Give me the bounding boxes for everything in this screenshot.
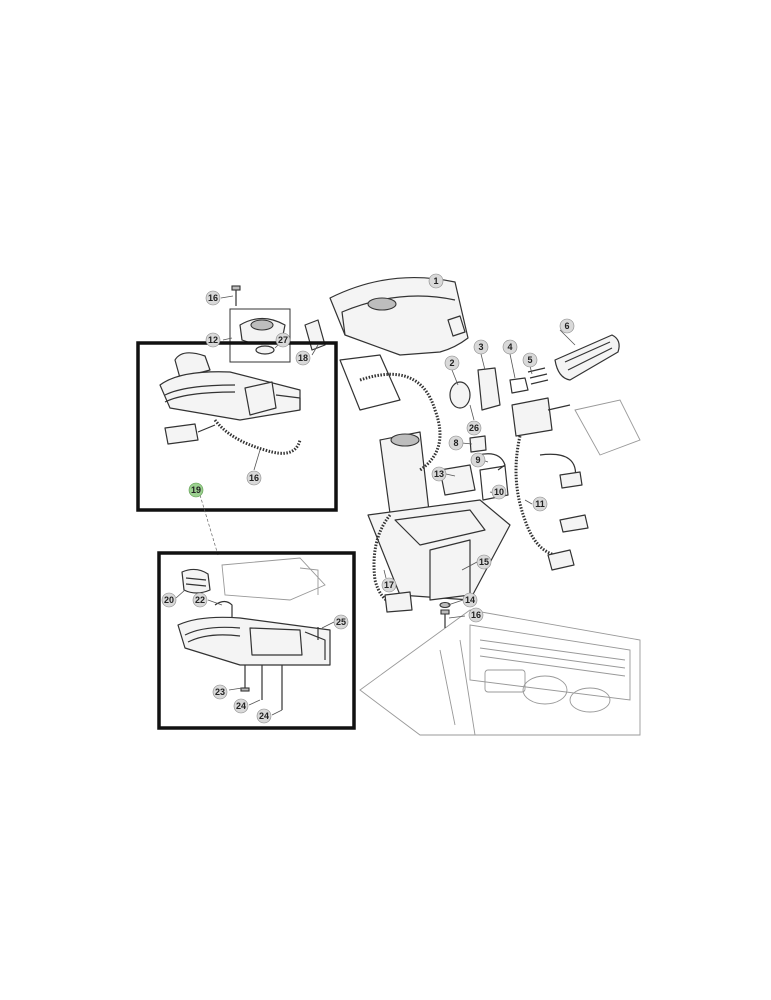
right-switch-assembly — [449, 334, 641, 571]
svg-text:22: 22 — [195, 595, 205, 605]
svg-text:8: 8 — [453, 438, 458, 448]
callout-12[interactable]: 12 — [205, 332, 221, 348]
svg-text:26: 26 — [469, 423, 479, 433]
callout-6[interactable]: 6 — [559, 318, 575, 334]
housing-detail — [177, 557, 331, 710]
callout-16-bottom[interactable]: 16 — [468, 607, 484, 623]
svg-text:27: 27 — [278, 335, 288, 345]
svg-text:24: 24 — [259, 711, 269, 721]
callout-25[interactable]: 25 — [333, 614, 349, 630]
callout-22[interactable]: 22 — [192, 592, 208, 608]
steering-column-top-cover — [329, 276, 469, 356]
dashboard-vents — [479, 639, 626, 677]
svg-text:14: 14 — [465, 595, 475, 605]
callout-14[interactable]: 14 — [462, 592, 478, 608]
callout-10[interactable]: 10 — [491, 484, 507, 500]
callout-17[interactable]: 17 — [381, 577, 397, 593]
svg-text:9: 9 — [475, 455, 480, 465]
svg-text:5: 5 — [527, 355, 532, 365]
callout-19[interactable]: 19 — [188, 482, 204, 498]
cap-assembly — [239, 317, 286, 355]
callout-16-lever[interactable]: 16 — [246, 470, 262, 486]
svg-text:3: 3 — [478, 342, 483, 352]
bolt-18 — [304, 319, 326, 351]
svg-text:16: 16 — [249, 473, 259, 483]
callout-23[interactable]: 23 — [212, 684, 228, 700]
svg-text:13: 13 — [434, 469, 444, 479]
callout-8[interactable]: 8 — [448, 435, 464, 451]
callout-26[interactable]: 26 — [466, 420, 482, 436]
svg-text:25: 25 — [336, 617, 346, 627]
lever-assembly — [159, 352, 302, 455]
detail-box-small — [229, 308, 291, 363]
callout-20[interactable]: 20 — [161, 592, 177, 608]
callout-2[interactable]: 2 — [444, 355, 460, 371]
svg-text:18: 18 — [298, 353, 308, 363]
callout-24-left[interactable]: 24 — [233, 698, 249, 714]
svg-text:16: 16 — [208, 293, 218, 303]
detail-frame-lever — [136, 341, 338, 512]
svg-text:20: 20 — [164, 595, 174, 605]
callout-27[interactable]: 27 — [275, 332, 291, 348]
svg-text:10: 10 — [494, 487, 504, 497]
svg-text:15: 15 — [479, 557, 489, 567]
link-line — [199, 494, 219, 556]
svg-text:24: 24 — [236, 701, 246, 711]
svg-text:6: 6 — [564, 321, 569, 331]
screw-16-top — [231, 285, 241, 306]
svg-text:23: 23 — [215, 687, 225, 697]
dashboard-panel — [359, 609, 641, 736]
svg-text:17: 17 — [384, 580, 394, 590]
bottom-fasteners — [439, 601, 451, 628]
callout-15[interactable]: 15 — [476, 554, 492, 570]
callout-18[interactable]: 18 — [295, 350, 311, 366]
svg-text:11: 11 — [535, 499, 545, 509]
svg-text:16: 16 — [471, 610, 481, 620]
detail-frame-housing — [157, 551, 356, 730]
svg-text:12: 12 — [208, 335, 218, 345]
callout-1[interactable]: 1 — [428, 273, 444, 289]
callout-4[interactable]: 4 — [502, 339, 518, 355]
svg-text:19: 19 — [191, 485, 201, 495]
svg-text:1: 1 — [433, 276, 438, 286]
callout-3[interactable]: 3 — [473, 339, 489, 355]
svg-text:4: 4 — [507, 342, 512, 352]
callout-16-top[interactable]: 16 — [205, 290, 221, 306]
callouts: 1 2 3 4 5 6 8 9 10 11 12 13 14 15 16 16 … — [161, 273, 575, 724]
callout-5[interactable]: 5 — [522, 352, 538, 368]
svg-text:2: 2 — [449, 358, 454, 368]
callout-13[interactable]: 13 — [431, 466, 447, 482]
callout-9[interactable]: 9 — [470, 452, 486, 468]
callout-11[interactable]: 11 — [532, 496, 548, 512]
callout-24-right[interactable]: 24 — [256, 708, 272, 724]
